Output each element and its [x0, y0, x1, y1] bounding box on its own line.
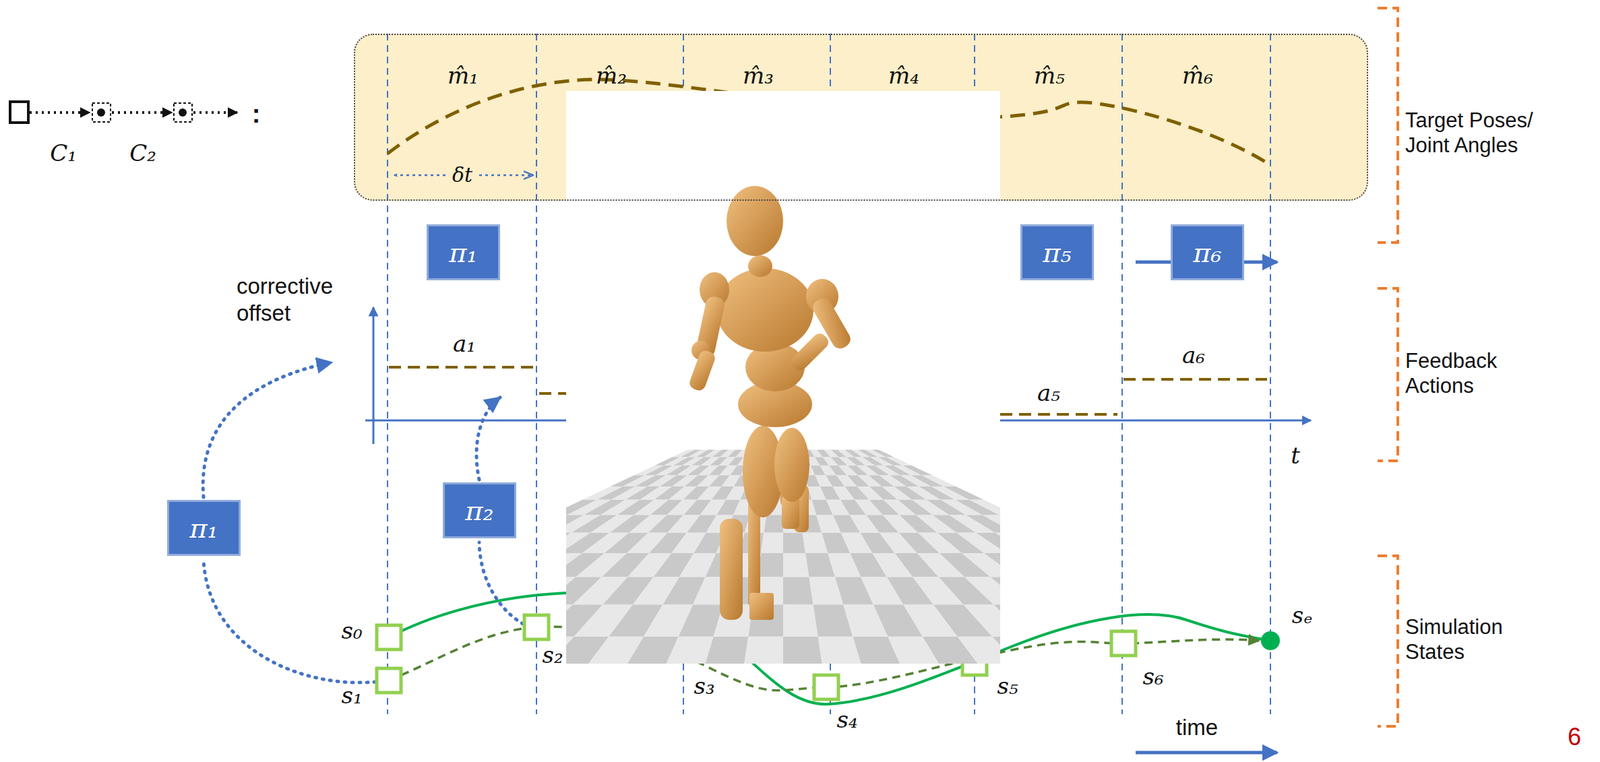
state-label: s₁	[341, 682, 362, 710]
target-pose-band: m̂₁ m̂₂ m̂₃ m̂₄ m̂₅ m̂₆	[353, 33, 1369, 201]
action-label: a₆	[1182, 341, 1206, 370]
reference-trajectory	[388, 592, 1271, 705]
policy-label: π₁	[448, 237, 478, 269]
end-state-dot	[1260, 631, 1280, 651]
pose-label: m̂₄	[888, 62, 920, 89]
policy-box: π₅	[1020, 224, 1094, 281]
group-label: Feedback Actions	[1405, 348, 1551, 399]
time-arrow	[1135, 751, 1278, 755]
pose-label: m̂₅	[1033, 62, 1065, 89]
state-label: sₑ	[1291, 601, 1313, 630]
policy-label: π₁	[189, 512, 218, 544]
chain-label: C₁	[49, 139, 77, 168]
state-label: s₂	[541, 641, 563, 670]
chain-label: C₂	[129, 139, 157, 168]
pose-label: m̂₂	[595, 62, 627, 89]
pose-label: m̂₃	[742, 62, 774, 89]
group-label: Target Poses/ Joint Angles	[1405, 107, 1551, 158]
policy-box: π₁	[167, 500, 241, 557]
policy-box: π₆	[1170, 224, 1245, 281]
state-label: s₅	[996, 672, 1018, 701]
state-label: s₆	[1142, 663, 1164, 691]
action-label: a₅	[1037, 379, 1061, 408]
policy-label: π₂	[465, 495, 494, 527]
policy-links	[202, 362, 523, 683]
pose-label: m̂₁	[447, 62, 479, 89]
group-brackets	[1377, 8, 1398, 727]
state-label: s₀	[341, 617, 362, 645]
action-label: a₁	[452, 330, 476, 358]
state-label: s₄	[836, 706, 858, 734]
chain-symbol	[10, 101, 238, 123]
axis-title: corrective offset	[236, 272, 352, 327]
time-label: time	[1176, 714, 1218, 742]
state-label: s₃	[693, 672, 715, 701]
policy-box: π₁	[426, 224, 501, 281]
time-gridlines	[387, 33, 1271, 715]
group-label: Simulation States	[1405, 614, 1551, 665]
policy-label: π₅	[1042, 237, 1071, 269]
dt-label: δt	[448, 163, 477, 188]
page-number: 6	[1567, 722, 1582, 752]
policy-label: π₆	[1192, 237, 1222, 269]
mannequin	[687, 186, 854, 621]
axis-label: t	[1290, 442, 1301, 470]
colon: :	[252, 99, 261, 131]
pose-label: m̂₆	[1182, 62, 1214, 89]
offset-axis	[372, 307, 375, 445]
policy-box: π₂	[442, 482, 517, 539]
